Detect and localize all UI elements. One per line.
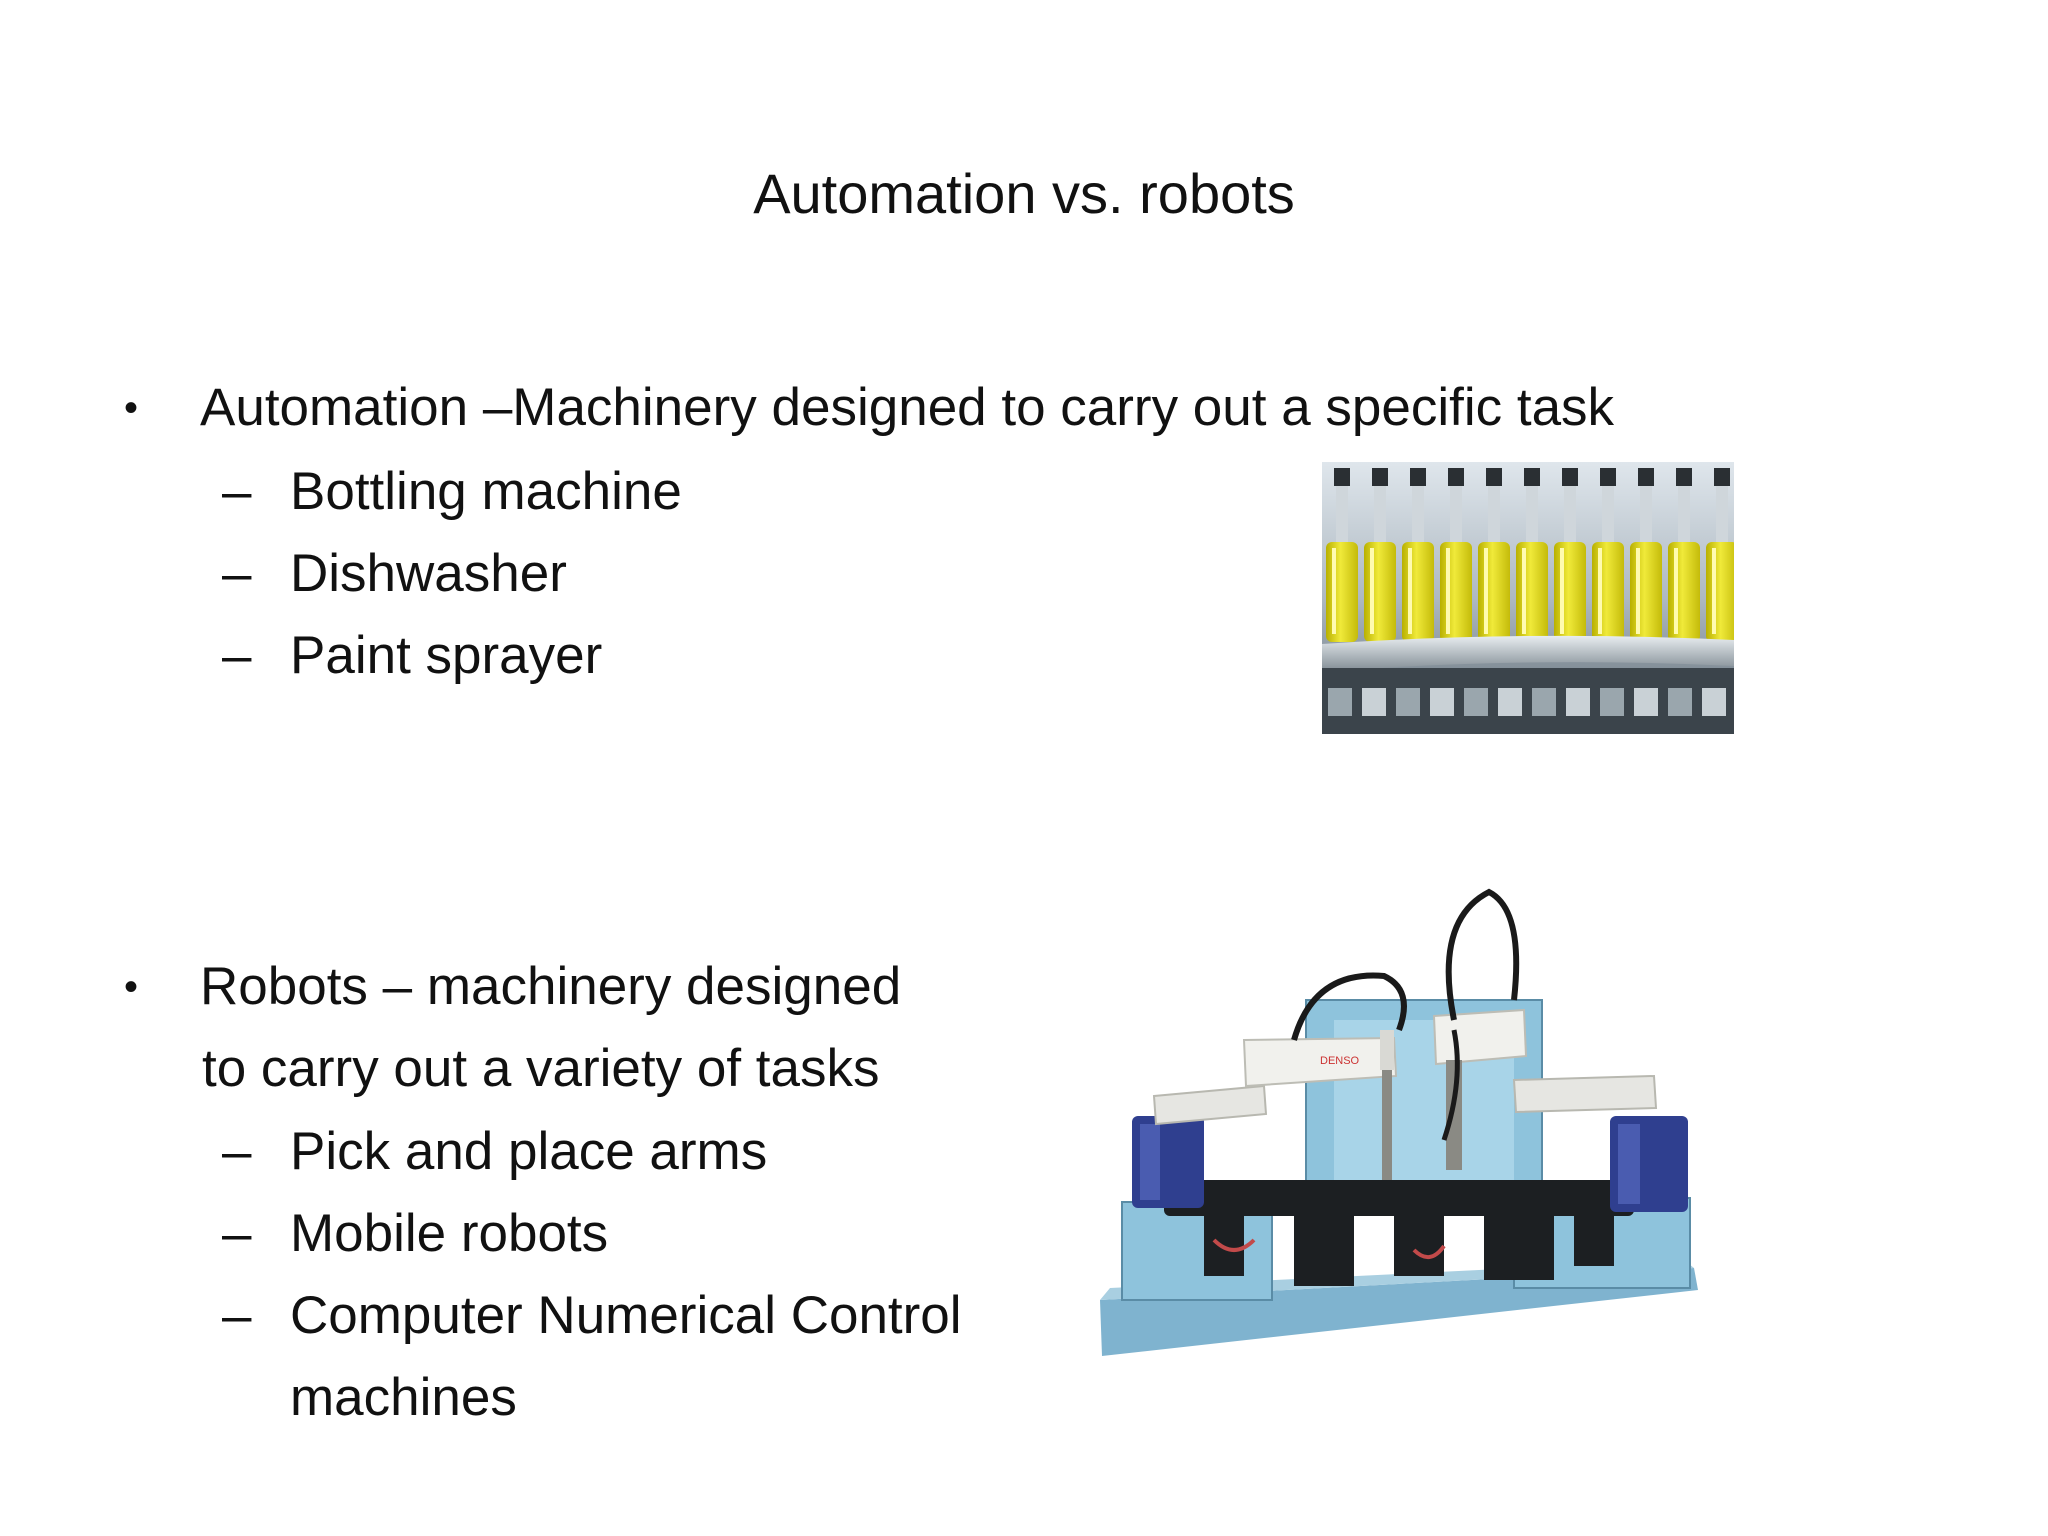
- robot-logo: DENSO: [1320, 1055, 1360, 1067]
- automation-heading: Automation –Machinery designed to carry …: [200, 378, 1615, 437]
- dash-marker: –: [222, 1204, 252, 1263]
- robots-item-cnc-continued: machines: [290, 1368, 517, 1427]
- dash-marker: –: [222, 462, 252, 521]
- slide-title: Automation vs. robots: [753, 162, 1295, 225]
- dash-marker: –: [222, 544, 252, 603]
- bullet-marker: •: [124, 965, 139, 1009]
- robots-heading-line2: to carry out a variety of tasks: [202, 1039, 880, 1098]
- dash-marker: –: [222, 1286, 252, 1345]
- automation-item-paint-sprayer: Paint sprayer: [290, 626, 603, 685]
- bottling-line-photo: [1322, 462, 1734, 734]
- robots-item-pick-and-place: Pick and place arms: [290, 1122, 768, 1181]
- bullet-marker: •: [124, 386, 139, 430]
- scara-robot-cell-photo: DENSO: [1100, 888, 1698, 1356]
- robots-item-cnc: Computer Numerical Control: [290, 1286, 962, 1345]
- automation-item-dishwasher: Dishwasher: [290, 544, 567, 603]
- dash-marker: –: [222, 626, 252, 685]
- automation-item-bottling: Bottling machine: [290, 462, 682, 521]
- robots-item-mobile: Mobile robots: [290, 1204, 609, 1263]
- robots-heading-line1: Robots – machinery designed: [200, 957, 902, 1016]
- dash-marker: –: [222, 1122, 252, 1181]
